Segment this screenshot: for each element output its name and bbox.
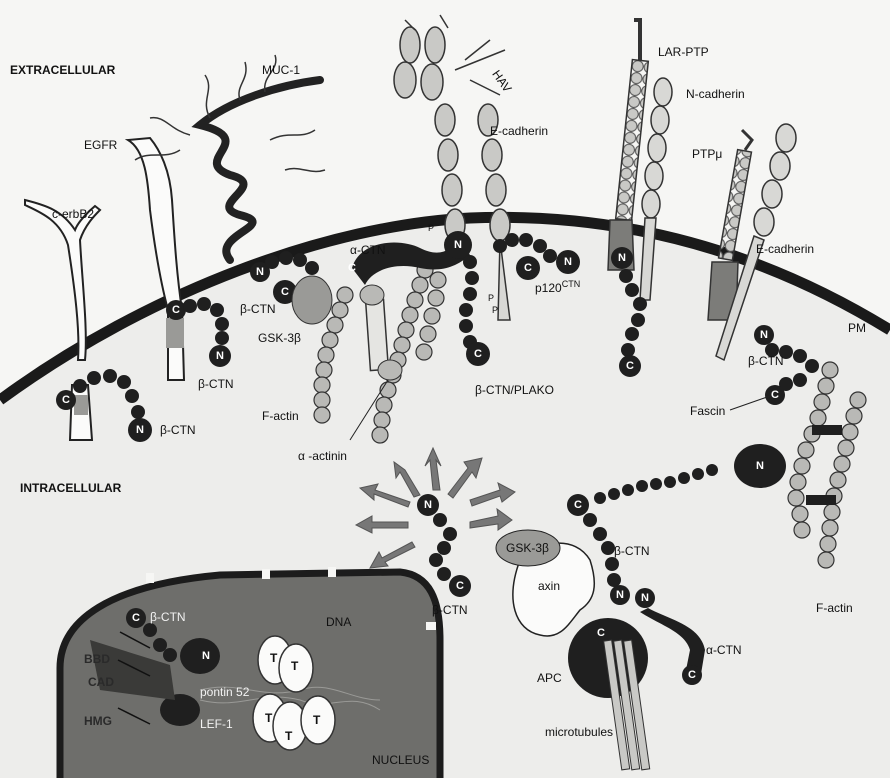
n-terminus-cerbb2: N <box>131 421 149 439</box>
alpha-actinin-rod <box>366 299 389 370</box>
extracellular-label: EXTRACELLULAR <box>10 64 115 76</box>
p120-text: p120 <box>535 281 562 295</box>
beta-ctn-nuclear-label: β-CTN <box>150 611 186 623</box>
beta-ctn-cerbb2-label: β-CTN <box>160 424 196 436</box>
ecadherin-left-label: E-cadherin <box>490 125 548 137</box>
n-terminus-alpha-apc: N <box>751 457 769 475</box>
tcf-label-4: T <box>285 730 292 742</box>
n-terminus-nuclear: N <box>197 647 215 665</box>
c-terminus-alpha-ctn: C <box>343 259 361 277</box>
fascin-label: Fascin <box>690 405 725 417</box>
gsk3b-membrane-label: GSK-3β <box>258 332 301 344</box>
f-actin-left-label: F-actin <box>262 410 299 422</box>
ecadherin-right-label: E-cadherin <box>756 243 814 255</box>
n-terminus-apc-1: N <box>611 586 629 604</box>
beta-ctn-fascin-label: β-CTN <box>748 355 784 367</box>
n-terminus-egfr: N <box>211 347 229 365</box>
cad-label: CAD <box>88 676 114 688</box>
p120-label: p120CTN <box>535 280 580 294</box>
phospho-marker-1: P <box>428 224 434 233</box>
c-terminus-alpha-apc: C <box>683 666 701 684</box>
phospho-marker-3: P <box>492 306 498 315</box>
pontin52-label: pontin 52 <box>200 686 249 698</box>
hmg-label: HMG <box>84 715 112 727</box>
tcf-label-3: T <box>265 712 272 724</box>
c-terminus-free: C <box>451 577 469 595</box>
f-actin-right-label: F-actin <box>816 602 853 614</box>
microtubules-label: microtubules <box>545 726 613 738</box>
egfr-label: EGFR <box>84 139 117 151</box>
c-terminus-cerbb2: C <box>57 391 75 409</box>
alpha-ctn-label: α-CTN <box>350 244 386 256</box>
tcf-label-2: T <box>291 660 298 672</box>
alpha-actinin-head <box>360 285 384 305</box>
n-cadherin-label: N-cadherin <box>686 88 745 100</box>
n-terminus-lar: N <box>613 249 631 267</box>
n-terminus-apc-2: N <box>636 589 654 607</box>
c-terminus-egfr: C <box>167 301 185 319</box>
ptp-mu-label: PTPμ <box>692 148 722 160</box>
p120-superscript: CTN <box>562 279 581 289</box>
lar-ptp-label: LAR-PTP <box>658 46 709 58</box>
bbd-label: BBD <box>84 653 110 665</box>
c-terminus-apc: C <box>592 624 610 642</box>
n-terminus-free: N <box>419 496 437 514</box>
intracellular-label: INTRACELLULAR <box>20 482 121 494</box>
gsk3b-complex-label: GSK-3β <box>506 542 549 554</box>
n-terminus-fascin: N <box>755 326 773 344</box>
tcf-label-5: T <box>313 714 320 726</box>
alpha-actinin-label: α -actinin <box>298 450 347 462</box>
beta-ctn-apc-label: β-CTN <box>614 545 650 557</box>
c-terminus-nuclear: C <box>127 609 145 627</box>
beta-ctn-plako-label: β-CTN/PLAKO <box>475 384 554 396</box>
lef1-label: LEF-1 <box>200 718 233 730</box>
c-terminus-p120: C <box>519 259 537 277</box>
plasma-membrane-label: PM <box>848 322 866 334</box>
beta-ctn-egfr-label: β-CTN <box>198 378 234 390</box>
tcf-label-1: T <box>270 652 277 664</box>
gsk3b-membrane <box>292 276 332 324</box>
nucleus-label: NUCLEUS <box>372 754 429 766</box>
n-terminus-alpha-ctn: N <box>449 236 467 254</box>
c-terminus-muc1: C <box>276 283 294 301</box>
dna-label: DNA <box>326 616 351 628</box>
alpha-ctn-apc-label: α-CTN <box>706 644 742 656</box>
muc1-label: MUC-1 <box>262 64 300 76</box>
apc-label: APC <box>537 672 562 684</box>
c-terminus-fascin: C <box>766 386 784 404</box>
n-terminus-p120: N <box>559 253 577 271</box>
phospho-marker-2: P <box>488 294 494 303</box>
c-terminus-lar: C <box>621 357 639 375</box>
beta-ctn-membrane-label: β-CTN <box>240 303 276 315</box>
beta-ctn-free-label: β-CTN <box>432 604 468 616</box>
n-terminus-muc1: N <box>251 263 269 281</box>
c-terminus-apc-chain: C <box>569 496 587 514</box>
cerbb2-label: c-erbB2 <box>52 208 94 220</box>
c-terminus-plako: C <box>469 345 487 363</box>
axin-label: axin <box>538 580 560 592</box>
